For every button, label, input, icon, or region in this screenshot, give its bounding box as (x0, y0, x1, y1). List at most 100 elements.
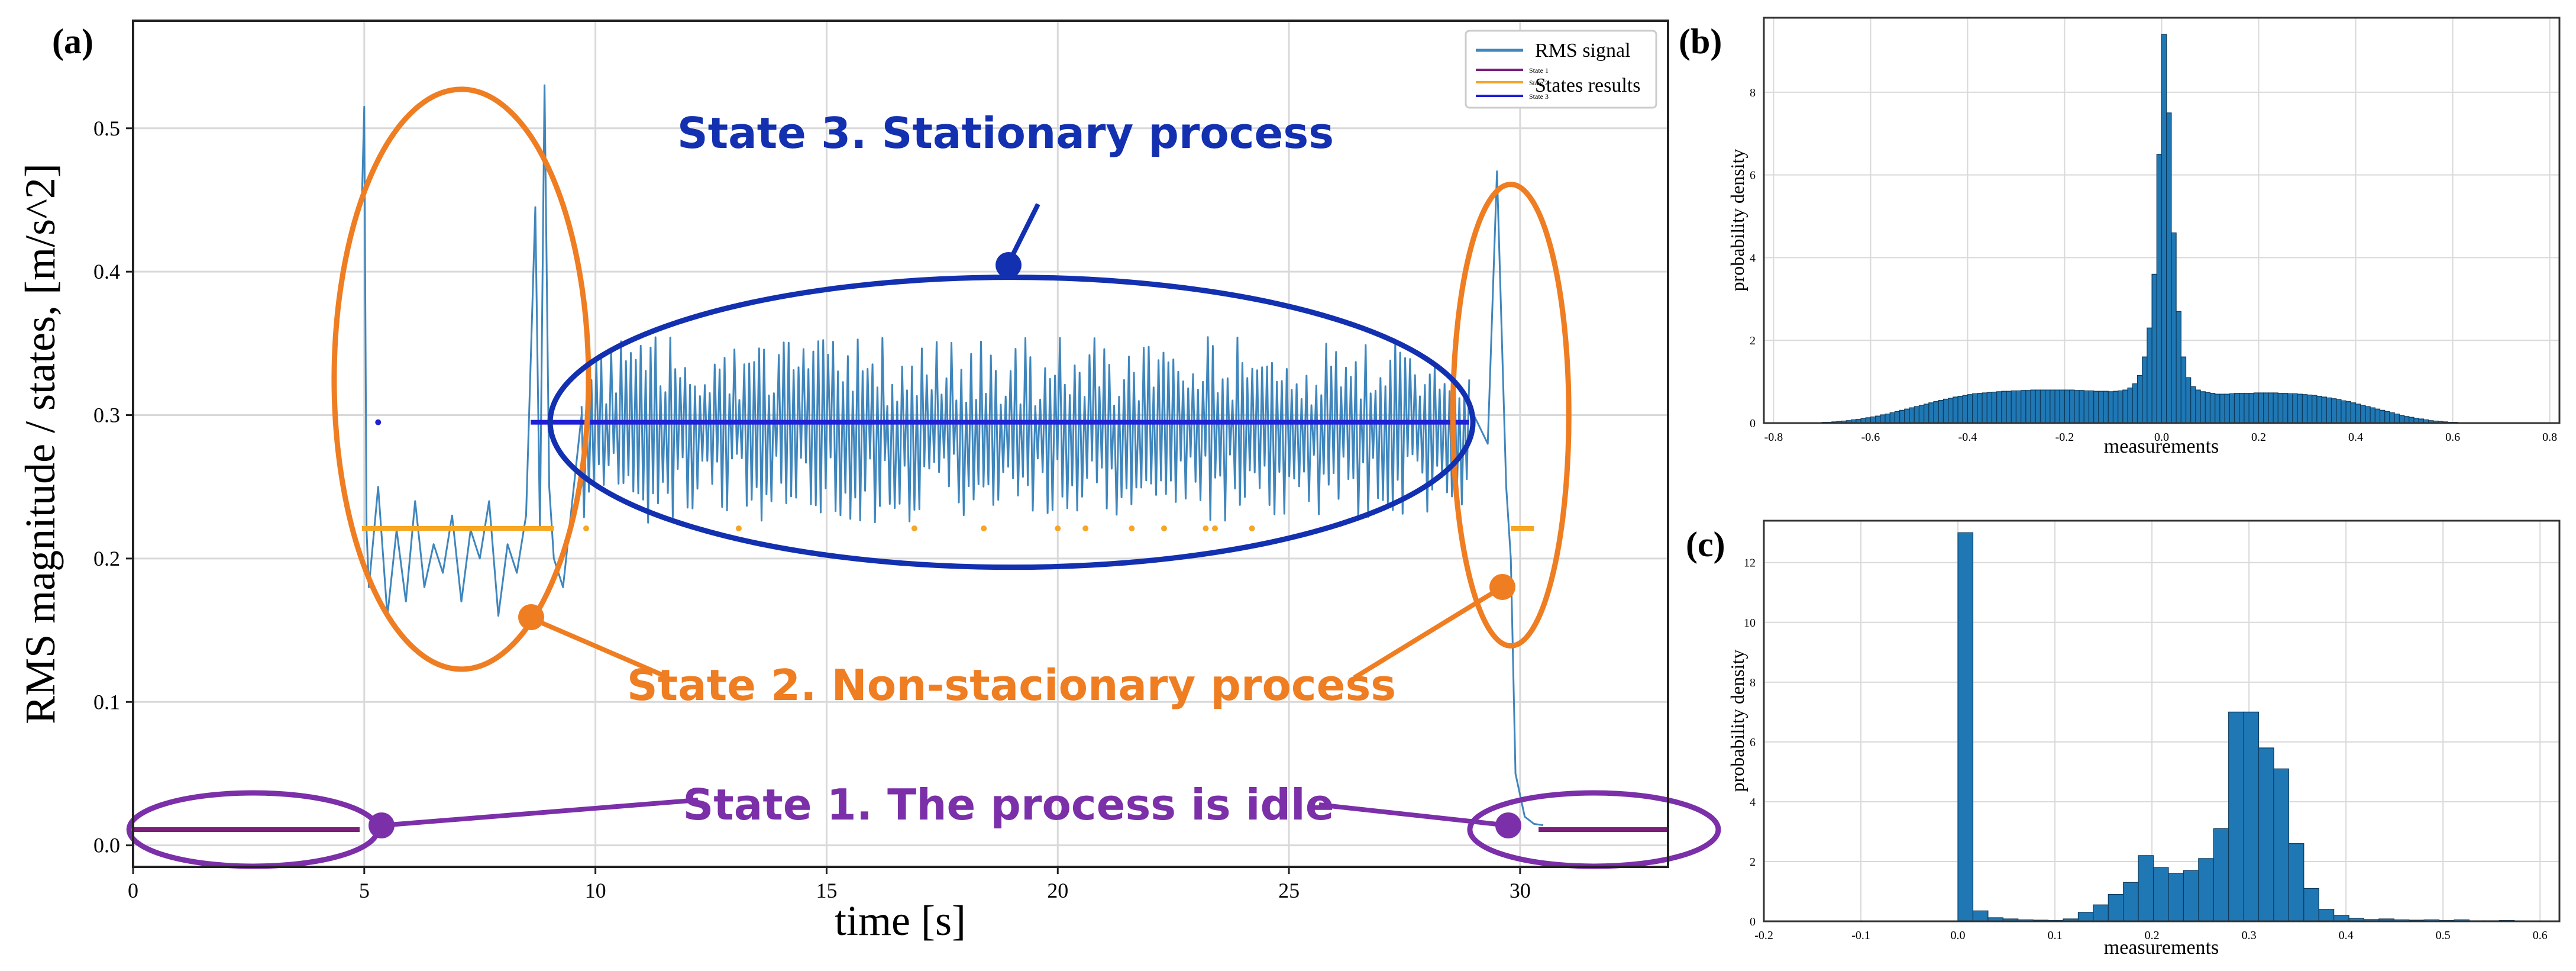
b-bar (2287, 393, 2293, 424)
c-xtick-label: -0.2 (1754, 929, 1773, 942)
b-bar (2122, 389, 2128, 424)
b-bar (2302, 394, 2308, 424)
panel-a-ylabel: RMS magnitude / states, [m/s^2] (17, 163, 64, 724)
b-bar (1904, 408, 1910, 424)
b-bar (2403, 416, 2410, 424)
b-bar (2059, 389, 2066, 424)
a-xtick-label: 0 (128, 879, 138, 902)
c-bar (2093, 904, 2109, 922)
a-series-point-state-3 (375, 419, 382, 425)
a-series-point-state-2 (1082, 525, 1089, 531)
b-bar (1962, 395, 1969, 424)
c-bar (2288, 843, 2304, 922)
a-series-point-state-2 (1129, 525, 1135, 531)
a-series-point-state-2 (1203, 525, 1209, 531)
b-bar (2253, 392, 2260, 424)
c-ytick-label: 0 (1750, 915, 1756, 928)
legend-state3-label: State 3 (1529, 92, 1549, 101)
b-bar (2137, 375, 2143, 424)
c-bar (1957, 532, 1974, 922)
state1-pointer-dot-left (369, 812, 395, 838)
b-bar (2336, 399, 2342, 424)
b-xtick-label: -0.2 (2055, 431, 2074, 444)
state3-pointer-dot (996, 252, 1022, 278)
b-bar (2040, 389, 2046, 424)
state1-pointer-line-right (1318, 802, 1509, 828)
panel-c-xlabel: measurements (2104, 937, 2219, 959)
panel-a-label: (a) (52, 22, 93, 61)
b-bar (2030, 389, 2036, 424)
c-bar (2303, 888, 2319, 922)
b-bar (1880, 414, 1886, 424)
panel-b-xlabel: measurements (2104, 436, 2219, 457)
b-bar (2011, 390, 2017, 424)
b-bar (2215, 393, 2221, 424)
b-bar (2118, 390, 2123, 424)
a-series-point-state-2 (583, 525, 589, 531)
b-bar (2151, 273, 2157, 424)
legend-state2-label: State 2 (1529, 79, 1549, 87)
b-ytick-label: 8 (1750, 86, 1756, 99)
b-bar (2185, 377, 2192, 424)
legend-states-results-label: States results (1535, 75, 1640, 96)
panel-c-grid (1763, 521, 2559, 922)
c-xtick-label: 0.5 (2436, 929, 2451, 942)
b-bar (2326, 397, 2332, 424)
state2-pointer-line-right (1353, 585, 1504, 680)
b-xtick-label: 0.4 (2348, 431, 2363, 444)
c-bar (2213, 828, 2229, 922)
c-bar (2152, 867, 2169, 922)
b-bar (1924, 404, 1929, 424)
b-bar (2297, 393, 2303, 424)
c-ytick-label: 6 (1750, 736, 1756, 749)
b-bar (2161, 34, 2167, 424)
b-bar (1938, 399, 1944, 424)
b-bar (2083, 390, 2090, 424)
b-bar (1889, 412, 1896, 424)
b-bar (2103, 391, 2109, 424)
b-xtick-label: 0.6 (2445, 431, 2460, 444)
b-xtick-label: 0.8 (2542, 431, 2557, 444)
c-bar (2077, 912, 2094, 922)
b-ytick-label: 0 (1750, 417, 1756, 430)
b-bar (2205, 392, 2211, 424)
b-bar (1996, 391, 2002, 424)
b-bar (2384, 411, 2390, 424)
b-ytick-label: 2 (1750, 334, 1756, 347)
b-bar (2219, 393, 2225, 424)
a-series-point-state-2 (1161, 525, 1168, 531)
c-bar (2168, 873, 2184, 922)
b-bar (2088, 390, 2095, 424)
panel-a-xlabel: time [s] (835, 897, 966, 944)
a-xtick-label: 25 (1278, 879, 1300, 902)
a-series-line-rms-signal (580, 336, 1470, 524)
b-bar (1953, 396, 1958, 424)
c-xtick-label: 0.3 (2242, 929, 2257, 942)
b-bar (2200, 391, 2206, 424)
b-bar (2399, 415, 2405, 424)
b-bar (2209, 393, 2216, 424)
legend-state1-label: State 1 (1529, 66, 1549, 75)
state2-ellipse-right (1450, 182, 1572, 649)
b-bar (2045, 389, 2051, 424)
a-xtick-label: 10 (585, 879, 606, 902)
b-bar (2195, 389, 2201, 424)
b-bar (1982, 392, 1987, 424)
b-bar (2306, 394, 2313, 424)
b-bar (2248, 393, 2254, 424)
a-series-point-state-2 (911, 525, 917, 531)
b-bar (2166, 112, 2172, 424)
panel-b-frame (1763, 17, 2561, 424)
c-bar (2318, 909, 2335, 922)
panel-a-series (133, 84, 1668, 832)
b-bar (2015, 390, 2022, 424)
state1-annotation-text: State 1. The process is idle (683, 780, 1334, 830)
c-bar (2243, 711, 2260, 922)
state2-pointer-dot-left (518, 604, 544, 630)
b-bar (2001, 391, 2007, 424)
b-xtick-label: 0.0 (2154, 431, 2169, 444)
c-xtick-label: 0.6 (2533, 929, 2548, 942)
c-xtick-label: 0.4 (2339, 929, 2354, 942)
